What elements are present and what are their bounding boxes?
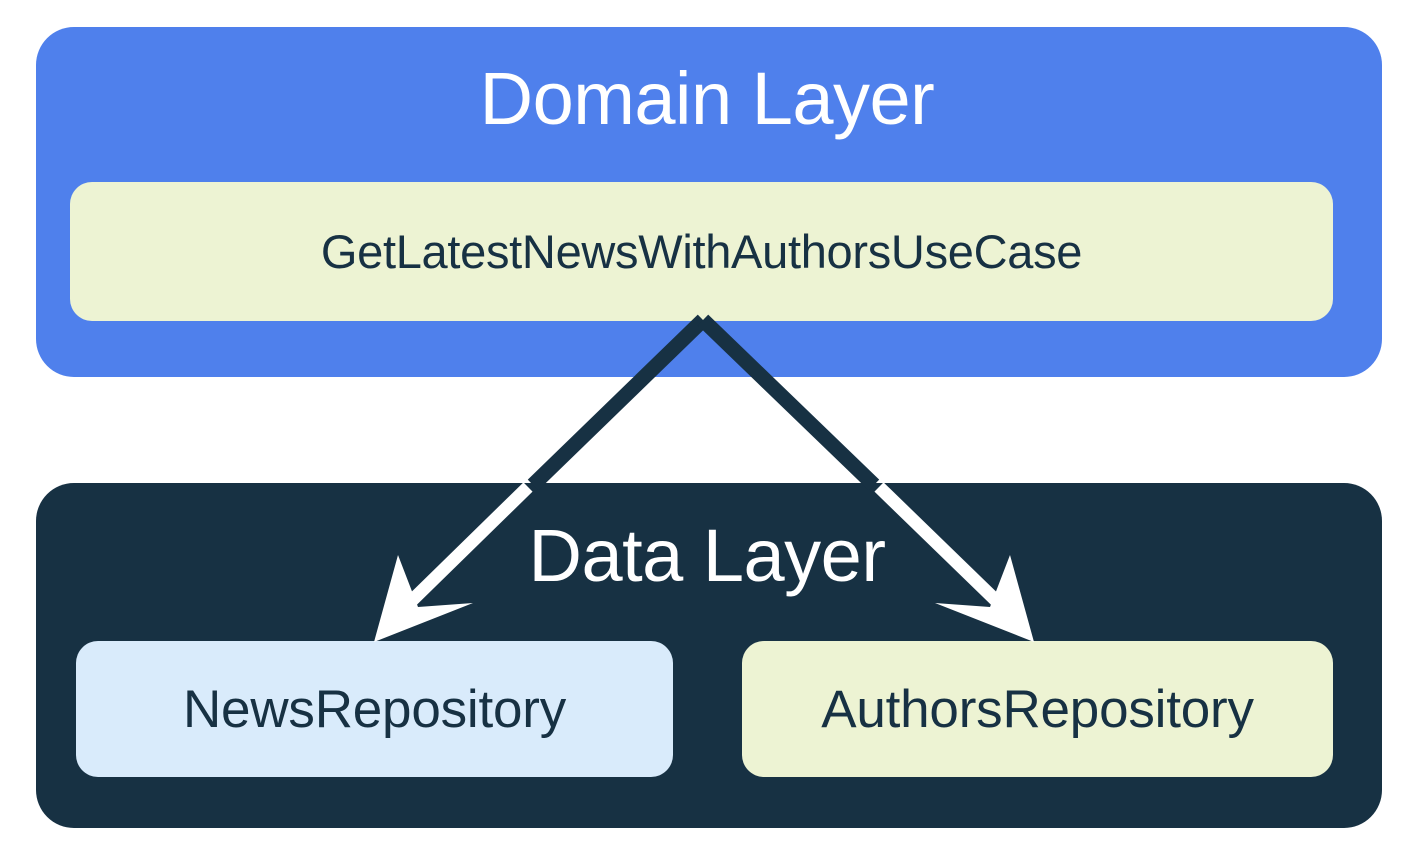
domain-layer-title: Domain Layer — [479, 57, 935, 140]
usecase-card-label: GetLatestNewsWithAuthorsUseCase — [320, 225, 1083, 278]
data-layer-title: Data Layer — [528, 514, 886, 597]
usecase-card-get-latest-news-with-authors[interactable]: GetLatestNewsWithAuthorsUseCase — [70, 182, 1333, 321]
authors-repository-card-label: AuthorsRepository — [821, 679, 1254, 739]
authors-repository-card[interactable]: AuthorsRepository — [742, 641, 1333, 777]
news-repository-card-label: NewsRepository — [182, 679, 567, 739]
news-repository-card[interactable]: NewsRepository — [76, 641, 673, 777]
